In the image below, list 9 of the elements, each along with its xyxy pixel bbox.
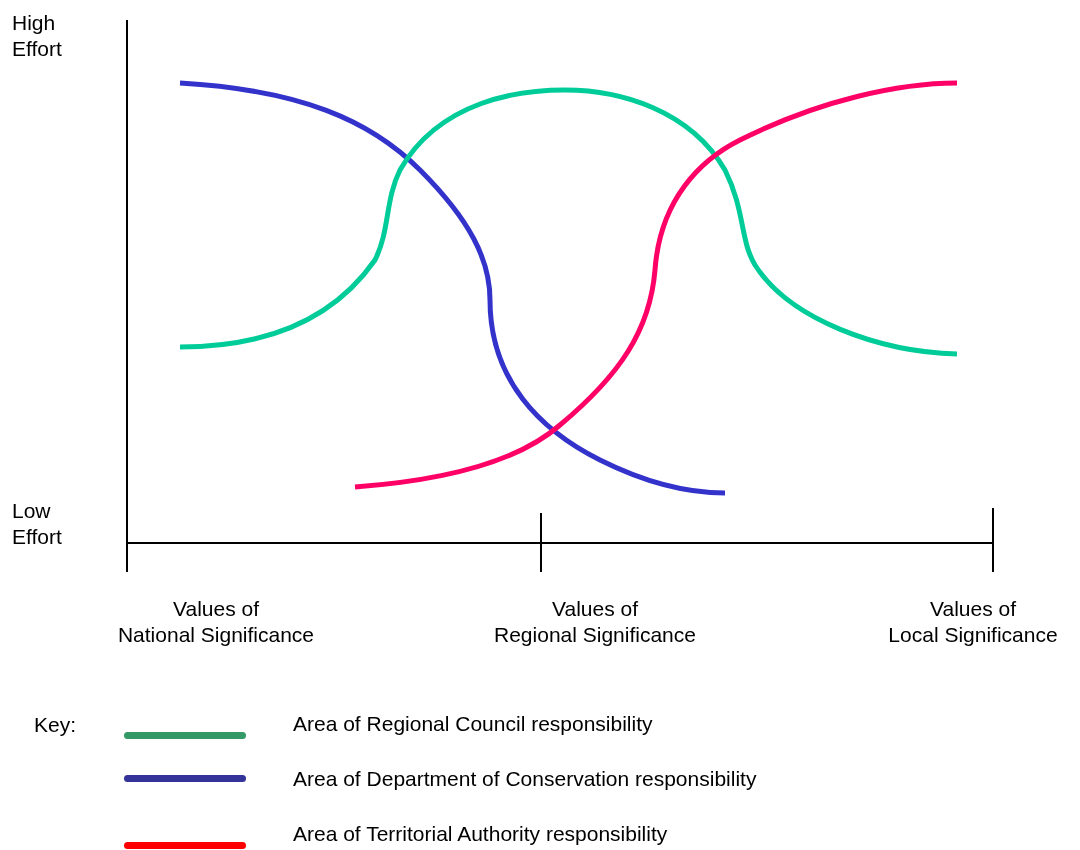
axis-label: Values of Local Significance: [887, 596, 1059, 648]
axis-label: High Effort: [12, 10, 63, 62]
legend-text: Area of Regional Council responsibility: [293, 711, 653, 737]
axis-label: Low Effort: [12, 498, 63, 550]
axis-label: Values of Regional Significance: [493, 596, 697, 648]
axis-label: Values of National Significance: [116, 596, 316, 648]
legend-text: Area of Territorial Authority responsibility: [293, 821, 668, 847]
legend-title: Key:: [34, 712, 78, 738]
legend-text: Area of Department of Conservation responsibility: [293, 766, 757, 792]
